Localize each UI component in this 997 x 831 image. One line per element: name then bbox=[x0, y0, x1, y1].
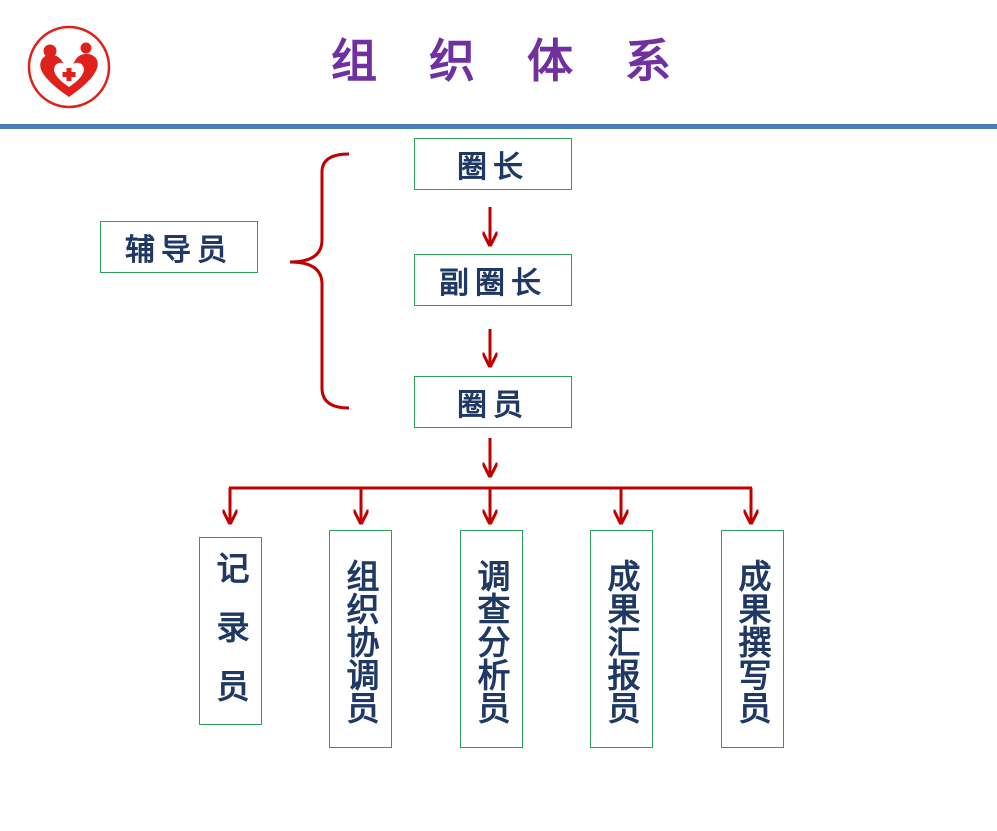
logo-icon bbox=[27, 25, 111, 109]
member-box: 圈员 bbox=[414, 376, 572, 428]
role-box-recorder: 记录员 bbox=[199, 537, 262, 728]
role-box-writer: 成果撰写员 bbox=[721, 530, 784, 748]
header-divider bbox=[0, 124, 997, 129]
role-box-reporter: 成果汇报员 bbox=[590, 530, 653, 748]
role-box-coordinator: 组织协调员 bbox=[329, 530, 392, 748]
leader-box: 圈长 bbox=[414, 138, 572, 190]
page-title: 组 织 体 系 bbox=[330, 34, 690, 88]
deputy-leader-box: 副圈长 bbox=[414, 254, 572, 306]
counselor-box: 辅导员 bbox=[100, 221, 258, 273]
role-box-analyst: 调查分析员 bbox=[460, 530, 523, 748]
counselor-brace bbox=[289, 152, 350, 410]
